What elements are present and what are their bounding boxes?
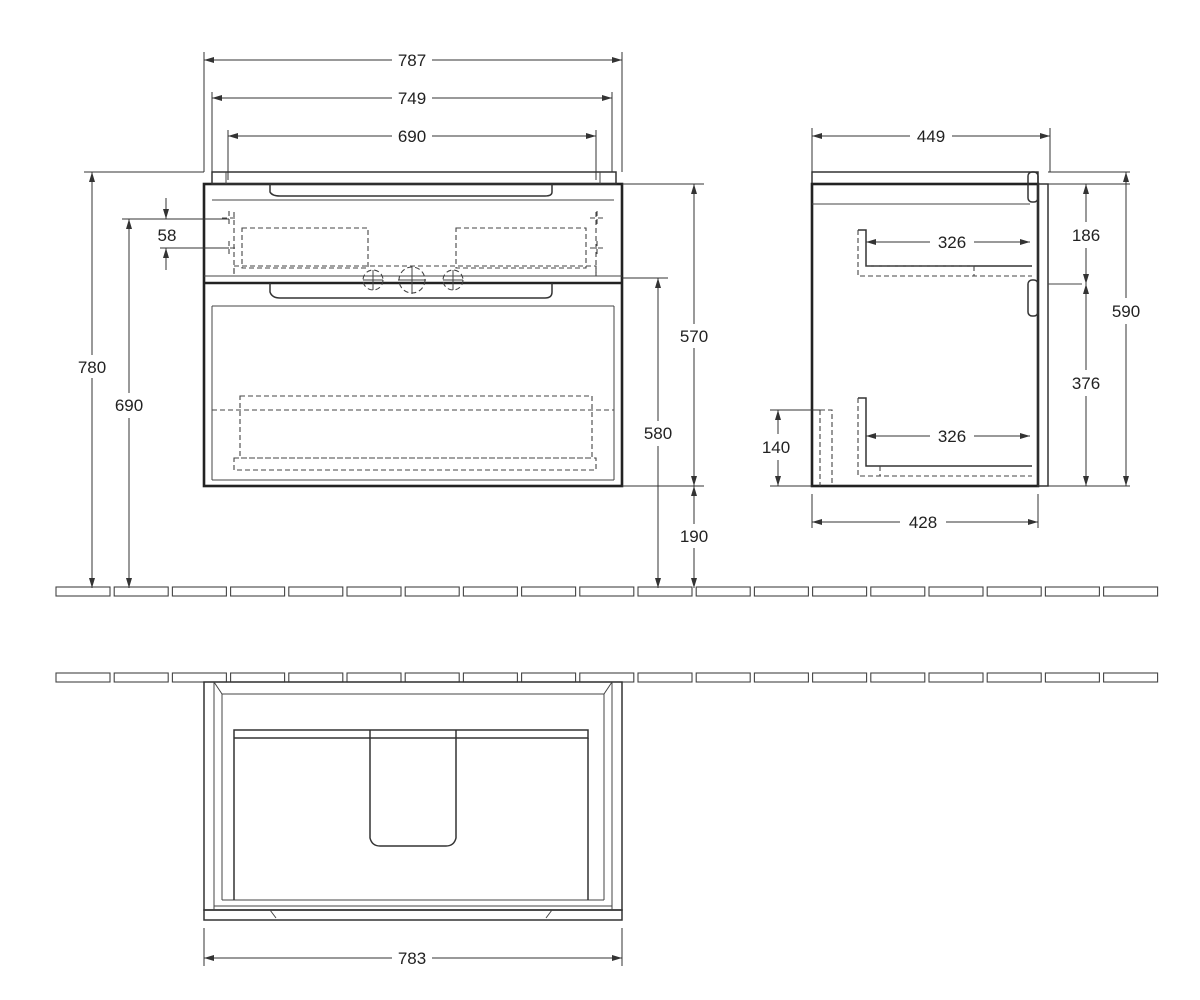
dim-side-offset: 58 <box>158 226 177 245</box>
wall-strip-segment <box>1044 672 1100 683</box>
dim-handle-width: 690 <box>398 127 426 146</box>
wall-strip-segment <box>346 672 402 683</box>
dim-floor-clearance: 190 <box>680 527 708 546</box>
dim-top-view-width: 783 <box>398 949 426 968</box>
front-lower-compartment <box>239 395 593 459</box>
floor-line <box>55 586 1159 597</box>
floor-strip-segment <box>637 586 693 597</box>
wall-strip-segment <box>55 672 111 683</box>
floor-strip-segment <box>230 586 286 597</box>
dim-cabinet-height: 570 <box>680 327 708 346</box>
floor-strip-segment <box>171 586 227 597</box>
wall-strip-segment <box>986 672 1042 683</box>
dim-base-notch: 140 <box>762 438 790 457</box>
front-lower-drawer-hidden <box>233 457 597 471</box>
wall-strip-segment <box>113 672 169 683</box>
wall-strip-segment <box>870 672 926 683</box>
wall-fixing-marks <box>222 211 604 255</box>
floor-strip-segment <box>579 586 635 597</box>
front-upper-handle <box>269 184 553 197</box>
dim-upper-section: 186 <box>1072 226 1100 245</box>
wall-strip-segment <box>753 672 809 683</box>
floor-strip-segment <box>753 586 809 597</box>
wall-strip-segment <box>1103 672 1159 683</box>
wall-strip-segment <box>637 672 693 683</box>
side-countertop <box>811 171 1039 185</box>
wall-strip-segment <box>695 672 751 683</box>
dim-lower-drawer: 580 <box>644 424 672 443</box>
floor-strip-segment <box>288 586 344 597</box>
dim-total-height: 780 <box>78 358 106 377</box>
front-upper-drawer-hidden <box>233 265 597 277</box>
front-cabinet-outline <box>202 182 624 488</box>
wall-strip-segment <box>462 672 518 683</box>
dim-inner-width: 749 <box>398 89 426 108</box>
dim-side-height: 590 <box>1112 302 1140 321</box>
dim-lower-drawer-depth: 326 <box>938 427 966 446</box>
wall-strip-segment <box>171 672 227 683</box>
side-front-panel <box>1037 183 1049 487</box>
plumbing-connections <box>362 266 464 294</box>
side-cabinet-outline <box>810 182 1040 488</box>
floor-strip-segment <box>346 586 402 597</box>
wall-strip-segment <box>288 672 344 683</box>
front-countertop <box>211 171 617 185</box>
side-lower-handle <box>1027 279 1039 317</box>
dim-lower-section: 376 <box>1072 374 1100 393</box>
floor-strip-segment <box>695 586 751 597</box>
floor-strip-segment <box>55 586 111 597</box>
front-upper-left-compartment <box>241 227 369 269</box>
wall-strip-segment <box>579 672 635 683</box>
wall-strip-segment <box>230 672 286 683</box>
top-view: 783 <box>203 681 623 968</box>
side-view: 449 326 326 186 376 590 140 428 <box>762 127 1140 532</box>
wall-strip-segment <box>928 672 984 683</box>
dim-upper-drawer-depth: 326 <box>938 233 966 252</box>
wall-strip-segment <box>521 672 577 683</box>
dim-top-depth: 449 <box>917 127 945 146</box>
floor-strip-segment <box>928 586 984 597</box>
floor-strip-segment <box>404 586 460 597</box>
floor-strip-segment <box>113 586 169 597</box>
front-lower-handle <box>269 283 553 299</box>
wall-line <box>55 672 1159 683</box>
dim-drain-height: 690 <box>115 396 143 415</box>
floor-strip-segment <box>870 586 926 597</box>
wall-strip-segment <box>812 672 868 683</box>
top-drawer-box <box>233 729 589 900</box>
front-view: 787 749 690 58 780 690 570 580 190 <box>78 51 708 588</box>
floor-strip-segment <box>521 586 577 597</box>
floor-strip-segment <box>1044 586 1100 597</box>
floor-strip-segment <box>1103 586 1159 597</box>
dim-overall-width: 787 <box>398 51 426 70</box>
top-cabinet-outline <box>203 681 623 911</box>
top-front-panel <box>203 909 623 921</box>
front-upper-right-compartment <box>455 227 587 269</box>
floor-strip-segment <box>986 586 1042 597</box>
top-siphon-cutout <box>369 730 457 847</box>
dim-bottom-depth: 428 <box>909 513 937 532</box>
floor-strip-segment <box>812 586 868 597</box>
side-upper-handle <box>1027 171 1039 203</box>
floor-strip-segment <box>462 586 518 597</box>
wall-strip-segment <box>404 672 460 683</box>
